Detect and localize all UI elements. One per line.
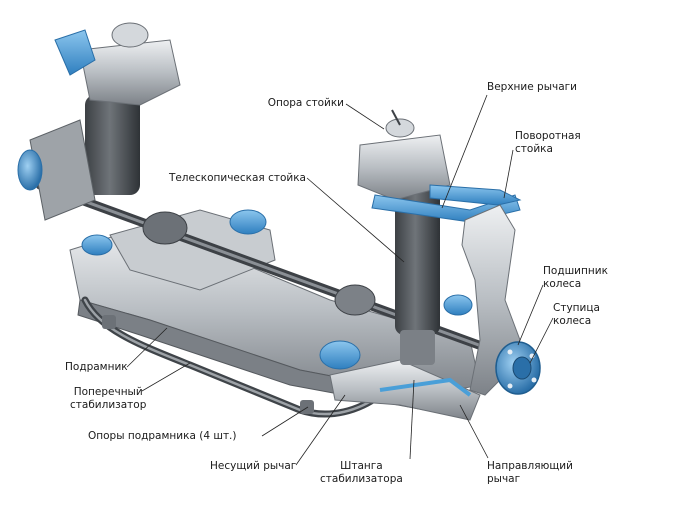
left-drive-shaft xyxy=(35,180,525,365)
leader-lines xyxy=(126,94,554,466)
label-strut-mount-text: Опора стойки xyxy=(267,97,344,109)
leader-stabilizer-bar xyxy=(141,362,191,392)
leader-wheel-bearing xyxy=(517,284,544,346)
leader-stabilizer-link xyxy=(409,379,415,460)
stabilizer-bar xyxy=(81,296,424,418)
label-stabilizer-bar: Поперечный стабилизатор xyxy=(70,386,146,412)
label-lower-arm-text: Несущий рычаг xyxy=(210,460,297,472)
label-steering-knuckle: Поворотная стойка xyxy=(515,130,581,156)
label-stabilizer-bar-line2: стабилизатор xyxy=(70,399,147,411)
label-subframe-mounts-text: Опоры подрамника (4 шт.) xyxy=(88,430,237,442)
leader-telescopic-strut xyxy=(306,177,405,263)
label-wheel-bearing-line1: Подшипник xyxy=(543,265,608,277)
label-wheel-bearing: Подшипник колеса xyxy=(543,265,608,291)
right-strut xyxy=(357,109,451,365)
leader-steering-knuckle xyxy=(503,149,514,199)
leader-strut-mount xyxy=(345,103,385,130)
label-wheel-hub-line1: Ступица xyxy=(553,302,600,314)
subframe-mounts xyxy=(81,209,473,370)
label-lower-arm: Несущий рычаг xyxy=(210,460,296,473)
leader-wheel-hub xyxy=(529,317,554,364)
label-telescopic-strut: Телескопическая стойка xyxy=(169,172,306,185)
left-strut xyxy=(17,22,181,221)
wheel-hub xyxy=(495,341,541,395)
label-subframe-text: Подрамник xyxy=(65,361,128,373)
label-wheel-hub: Ступица колеса xyxy=(553,302,600,328)
label-stabilizer-link-line2: стабилизатора xyxy=(320,473,403,485)
label-upper-arms: Верхние рычаги xyxy=(487,81,577,94)
label-stabilizer-link-line1: Штанга xyxy=(340,460,383,472)
leader-subframe xyxy=(126,327,168,368)
leader-guide-arm xyxy=(459,404,489,459)
label-steering-knuckle-line2: стойка xyxy=(515,143,553,155)
label-wheel-bearing-line2: колеса xyxy=(543,278,582,290)
leader-subframe-mounts xyxy=(261,406,309,437)
label-upper-arms-text: Верхние рычаги xyxy=(487,81,577,93)
leader-upper-arms xyxy=(441,94,488,209)
label-stabilizer-link: Штанга стабилизатора xyxy=(320,460,403,486)
label-guide-arm: Направляющий рычаг xyxy=(487,460,573,486)
label-strut-mount: Опора стойки xyxy=(268,97,344,110)
leader-lower-arm xyxy=(295,394,346,466)
label-steering-knuckle-line1: Поворотная xyxy=(515,130,581,142)
label-stabilizer-bar-line1: Поперечный xyxy=(73,386,143,398)
label-wheel-hub-line2: колеса xyxy=(553,315,592,327)
label-subframe-mounts: Опоры подрамника (4 шт.) xyxy=(88,430,237,443)
label-guide-arm-line1: Направляющий xyxy=(487,460,573,472)
label-guide-arm-line2: рычаг xyxy=(487,473,521,485)
label-telescopic-strut-text: Телескопическая стойка xyxy=(168,172,306,184)
label-subframe: Подрамник xyxy=(65,361,128,374)
